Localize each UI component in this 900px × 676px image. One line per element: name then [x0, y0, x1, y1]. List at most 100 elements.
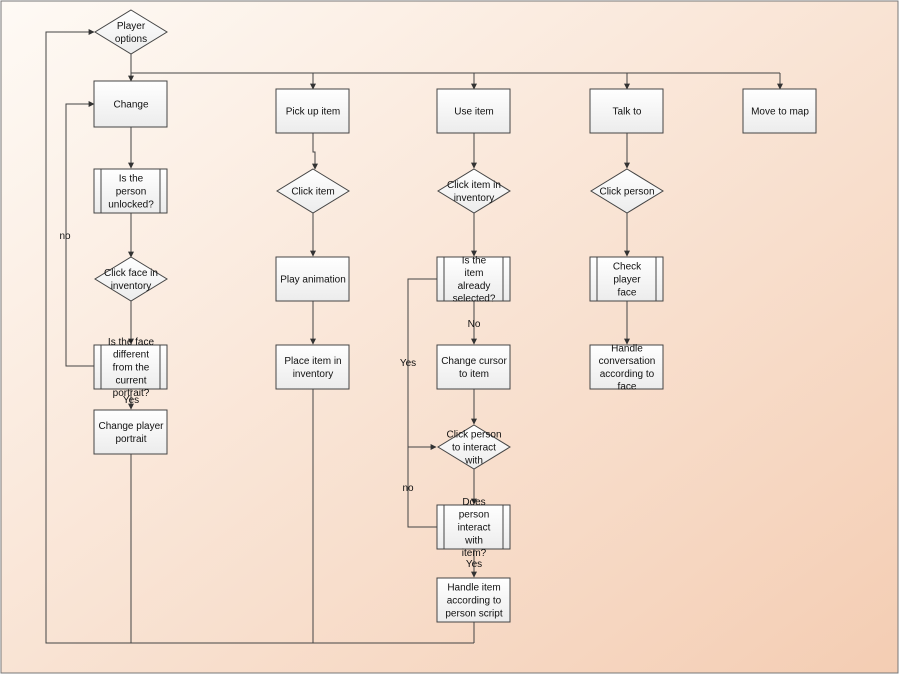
node-label-line: Check [613, 262, 642, 273]
node-label-line: Does [462, 497, 485, 508]
node-label-line: already [458, 281, 491, 292]
handle-conversation-process [589, 344, 664, 390]
edge-label-no-selected: No [468, 319, 481, 330]
node-label-line: Place item in [284, 356, 341, 367]
node-label-line: Change player [98, 421, 164, 432]
change-cursor-process [436, 344, 511, 390]
node-label-line: person [116, 187, 147, 198]
node-label-line: Move to map [751, 107, 809, 118]
node-label-line: Click person [446, 430, 501, 441]
node-label-line: Is the [462, 255, 487, 266]
node-label-line: different [113, 350, 149, 361]
node-label-line: item [465, 268, 484, 279]
check-face-subprocess [589, 256, 664, 302]
play-animation-process [275, 256, 350, 302]
node-label-line: unlocked? [108, 199, 154, 210]
node-label-line: portrait? [113, 388, 150, 399]
node-label-place-item: Place item in inventory [284, 356, 341, 380]
node-label-move-to-map: Move to map [751, 107, 809, 118]
node-label-line: inventory [111, 281, 152, 292]
node-label-handle-conversation: Handle conversation according to face [599, 343, 656, 392]
is-item-selected-subprocess [436, 256, 511, 302]
click-person-interact-decision [437, 424, 511, 470]
node-label-line: Is the [119, 174, 144, 185]
click-item-decision [276, 168, 350, 214]
node-label-use-item: Use item [454, 107, 493, 118]
node-label-line: options [115, 34, 147, 45]
node-label-click-item-inventory: Click item in inventory [447, 180, 501, 204]
edge-label-no-change: no [59, 231, 71, 242]
node-label-line: face [618, 287, 637, 298]
node-label-click-person: Click person [599, 187, 654, 198]
node-label-line: to item [459, 369, 489, 380]
change-process [93, 80, 168, 128]
connectors [45, 29, 783, 644]
node-label-pick-up: Pick up item [286, 107, 340, 118]
move-to-map-process [742, 88, 817, 134]
node-label-line: Play animation [280, 275, 346, 286]
node-label-change-cursor: Change cursor to item [441, 356, 507, 380]
node-label-line: face [618, 382, 637, 393]
node-label-line: inventory [454, 193, 495, 204]
node-label-line: conversation [599, 356, 656, 367]
is-face-different-subprocess [93, 344, 168, 390]
node-label-change: Change [113, 100, 148, 111]
node-label-line: to interact [452, 443, 496, 454]
edge-label-no-interact: no [402, 483, 414, 494]
node-label-line: Click item in [447, 180, 501, 191]
node-label-line: Click item [291, 187, 334, 198]
node-label-line: with [464, 535, 483, 546]
pick-up-item-process [275, 88, 350, 134]
node-label-click-item: Click item [291, 187, 334, 198]
change-portrait-process [93, 409, 168, 455]
talk-to-process [589, 88, 664, 134]
node-label-line: Talk to [613, 107, 642, 118]
node-label-line: portrait [115, 434, 146, 445]
edge-label-yes-selected: Yes [400, 358, 416, 369]
node-label-click-face: Click face in inventory [104, 268, 158, 292]
node-label-line: current [115, 375, 146, 386]
place-item-process [275, 344, 350, 390]
click-person-decision [590, 168, 664, 214]
node-label-line: person script [445, 608, 502, 619]
player-options-decision [94, 9, 168, 55]
node-label-line: according to [600, 369, 655, 380]
node-label-line: Change cursor [441, 356, 507, 367]
edge-labels: no Yes No Yes no Yes [59, 231, 482, 570]
node-label-line: Handle item [447, 583, 500, 594]
node-label-line: from the [113, 363, 150, 374]
is-person-unlocked-subprocess [93, 168, 168, 214]
node-label-line: selected? [453, 294, 496, 305]
node-label-line: Player [117, 21, 146, 32]
node-label-line: item? [462, 548, 487, 559]
does-person-interact-subprocess [436, 504, 511, 550]
node-label-is-item-selected: Is the item already selected? [453, 255, 496, 304]
node-label-line: Use item [454, 107, 493, 118]
node-label-talk-to: Talk to [613, 107, 642, 118]
node-label-line: Pick up item [286, 107, 340, 118]
node-label-line: Click person [599, 187, 654, 198]
edge-label-yes-portrait: Yes [123, 395, 139, 406]
node-label-line: Change [113, 100, 148, 111]
node-label-line: inventory [293, 369, 334, 380]
node-label-line: Click face in [104, 268, 158, 279]
click-item-inventory-decision [437, 168, 511, 214]
node-label-line: person [459, 510, 490, 521]
node-label-line: interact [458, 523, 491, 534]
node-label-line: player [613, 275, 641, 286]
use-item-process [436, 88, 511, 134]
node-label-line: Handle [611, 343, 643, 354]
node-label-line: with [464, 455, 483, 466]
edge-label-yes-interact: Yes [466, 559, 482, 570]
node-label-play-animation: Play animation [280, 275, 346, 286]
node-label-line: according to [447, 596, 502, 607]
node-label-player-options: Player options [115, 21, 147, 45]
